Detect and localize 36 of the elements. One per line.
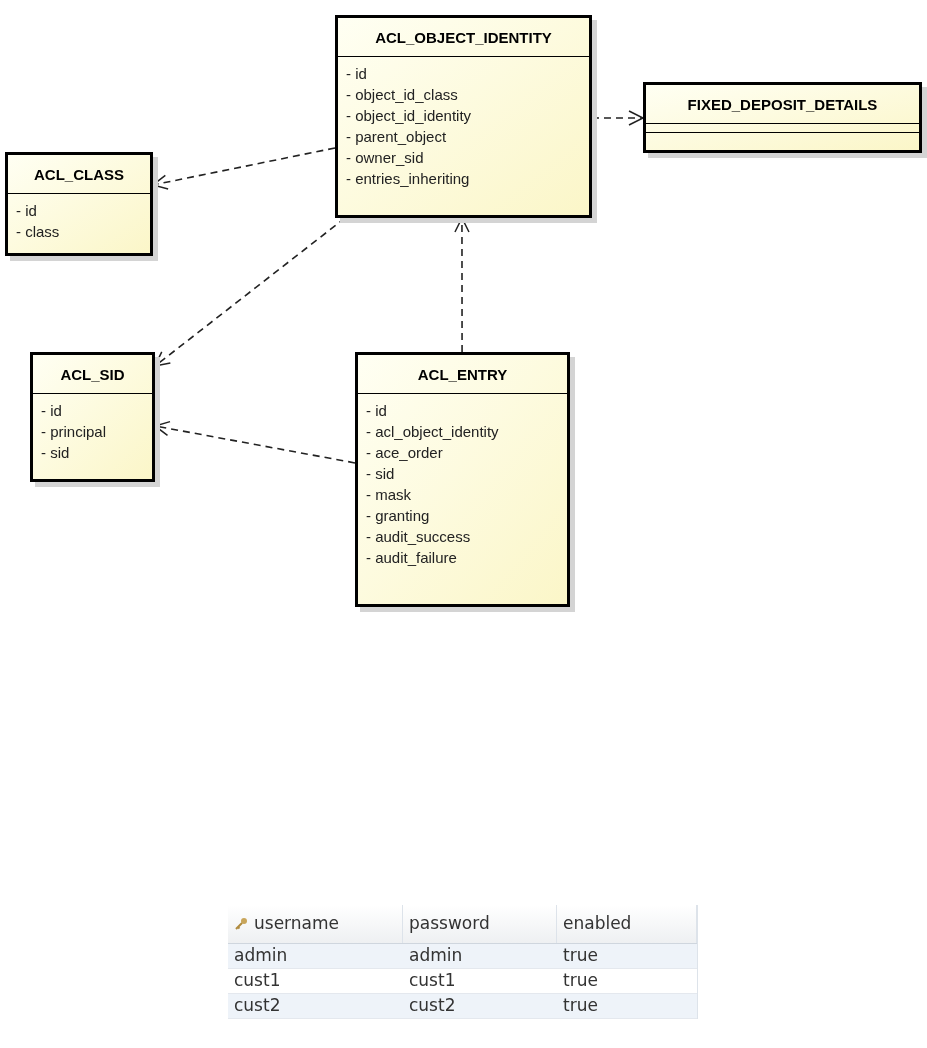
attribute-text: - sid (41, 443, 71, 463)
column-header: username (254, 912, 339, 936)
table-cell-text: true (563, 944, 598, 968)
attribute-text: - audit_success (366, 527, 472, 547)
table-cell-text: cust2 (409, 994, 456, 1018)
attribute-text: - object_id_identity (346, 106, 473, 126)
attribute-text: - object_id_class (346, 85, 459, 105)
attribute-text: - ace_order (366, 443, 444, 463)
table-cell-text: true (563, 969, 598, 993)
table-cell-text: admin (234, 944, 288, 968)
table-cell-text: cust2 (234, 994, 281, 1018)
table-cell-text: admin (409, 944, 463, 968)
attribute-text: - entries_inheriting (346, 169, 471, 189)
table-cell-text: cust1 (234, 969, 281, 993)
attribute-text: - acl_object_identity (366, 422, 500, 442)
attribute-text: - class (16, 222, 61, 242)
attribute-text: - id (41, 401, 63, 421)
attribute-text: - mask (366, 485, 412, 505)
class-name: ACL_OBJECT_IDENTITY (375, 29, 552, 46)
attribute-text: - id (346, 64, 368, 84)
attribute-text: - principal (41, 422, 108, 442)
class-name: ACL_SID (60, 366, 125, 383)
table-cell-text: cust1 (409, 969, 456, 993)
attribute-text: - id (366, 401, 388, 421)
attribute-text: - granting (366, 506, 431, 526)
attribute-text: - sid (366, 464, 396, 484)
attribute-text: - id (16, 201, 38, 221)
class-name: ACL_CLASS (34, 166, 124, 183)
class-name: FIXED_DEPOSIT_DETAILS (687, 96, 878, 113)
attribute-text: - audit_failure (366, 548, 458, 568)
attribute-text: - parent_object (346, 127, 448, 147)
column-header: enabled (563, 912, 632, 936)
class-name: ACL_ENTRY (417, 366, 508, 383)
column-header: password (409, 912, 490, 936)
attribute-text: - owner_sid (346, 148, 425, 168)
table-cell-text: true (563, 994, 598, 1018)
